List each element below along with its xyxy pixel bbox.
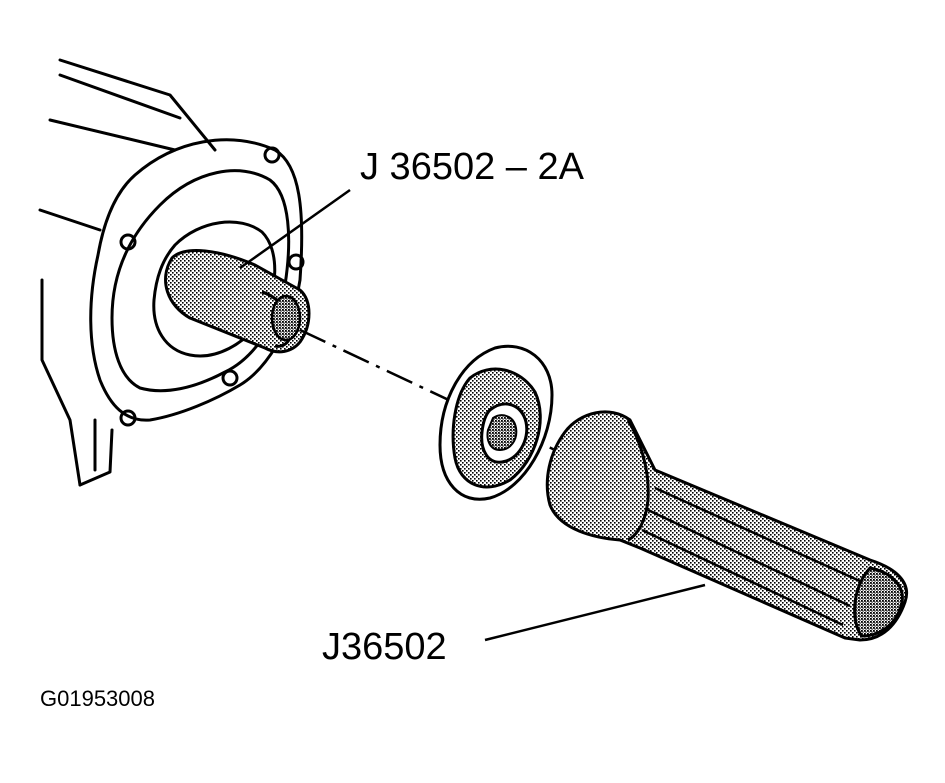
transmission-housing: [38, 58, 305, 487]
leader-line-tool-b: [484, 583, 706, 642]
driver-tool-j36502: [545, 410, 908, 642]
adapter-tool-j36502-2a: [164, 249, 311, 354]
leader-line-tool-a: [239, 188, 351, 270]
tool-label-j36502: J36502: [322, 626, 447, 668]
tool-label-j36502-2a: J 36502 – 2A: [360, 146, 584, 188]
oil-seal: [438, 344, 554, 501]
figure-code: G01953008: [40, 686, 155, 711]
